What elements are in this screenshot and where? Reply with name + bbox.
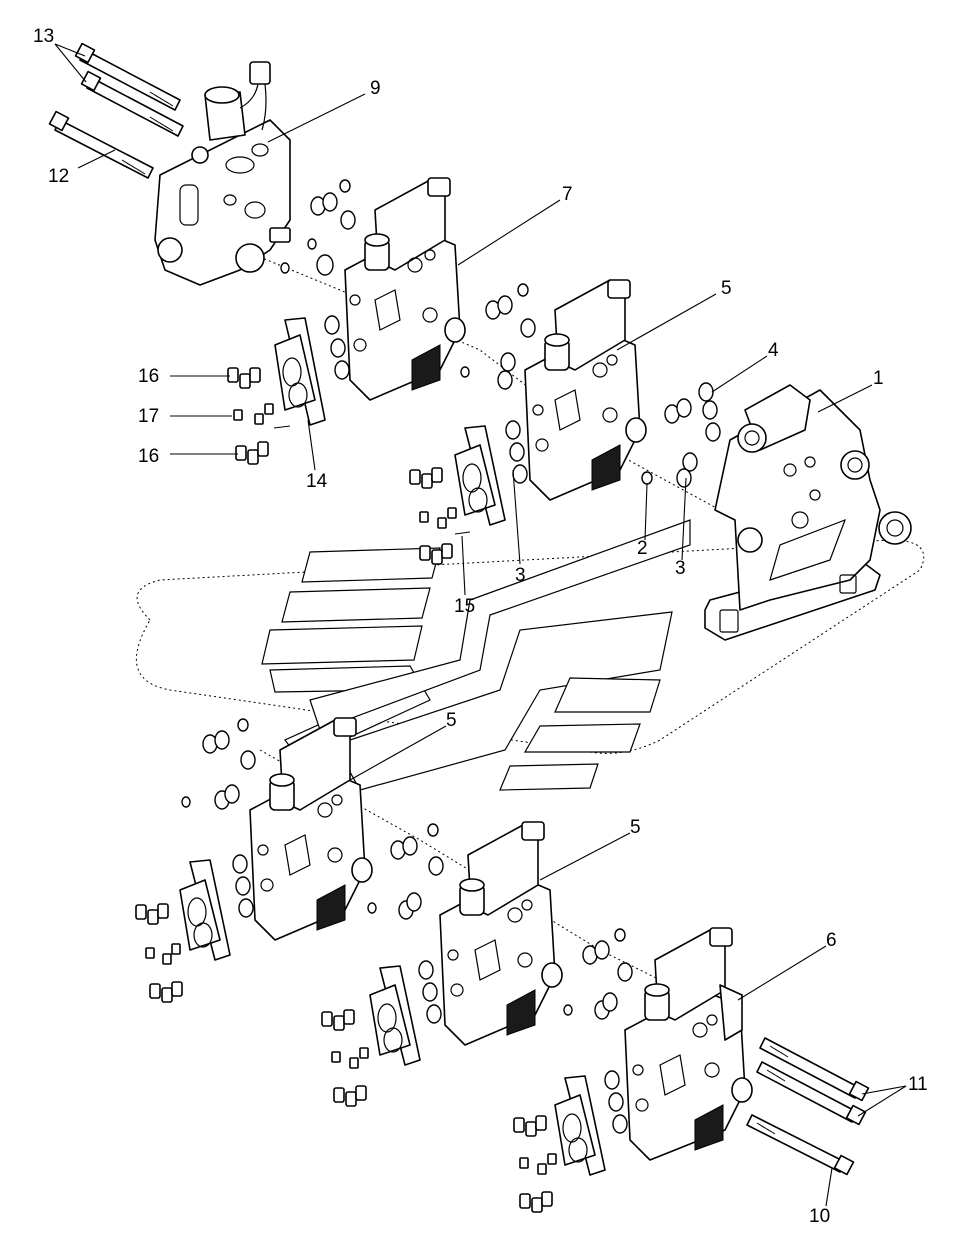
cover-plate-15 [409, 425, 506, 565]
callouts: 13 12 9 7 5 4 1 16 17 16 14 2 3 3 15 5 5… [33, 26, 928, 1227]
callout-3-right: 3 [675, 558, 686, 579]
o-rings-lower-mid [367, 823, 444, 1024]
callout-6: 6 [826, 930, 837, 951]
o-rings-upper [280, 179, 356, 380]
screws-16-17 [227, 367, 291, 465]
callout-5-lower-left: 5 [446, 710, 457, 731]
o-rings-4-2-3 [641, 382, 721, 488]
housing-1 [704, 384, 912, 641]
cover-plate-14 [274, 317, 326, 426]
o-rings-lower-right [563, 928, 633, 1134]
bolt-13 [74, 42, 184, 137]
callout-1: 1 [873, 368, 884, 389]
bolt-12 [48, 110, 154, 179]
valve-section-5-upper [524, 279, 647, 501]
callout-5-upper: 5 [721, 278, 732, 299]
callout-4: 4 [768, 340, 779, 361]
callout-13: 13 [33, 26, 54, 47]
callout-9: 9 [370, 78, 381, 99]
cover-plate-lower-left [135, 859, 231, 1003]
callout-11: 11 [908, 1074, 928, 1095]
callout-3-left: 3 [515, 565, 526, 586]
callout-16-upper: 16 [138, 366, 159, 387]
cover-plate-lower-mid [321, 965, 421, 1107]
valve-section-7 [344, 177, 466, 401]
o-rings-lower-left [181, 718, 256, 918]
callout-12: 12 [48, 166, 69, 187]
callout-10: 10 [809, 1206, 830, 1227]
valve-section-5-lower-mid [439, 821, 563, 1046]
callout-5-lower-mid: 5 [630, 817, 641, 838]
o-rings-mid [460, 283, 536, 484]
leader-lines [54, 43, 907, 1207]
bolt-11 [756, 1037, 870, 1126]
callout-15: 15 [454, 596, 475, 617]
valve-section-6 [624, 927, 753, 1161]
callout-17: 17 [138, 406, 159, 427]
callout-16-lower: 16 [138, 446, 159, 467]
callout-14: 14 [306, 471, 328, 492]
cover-plate-lower-right [513, 1075, 606, 1213]
callout-7: 7 [562, 184, 573, 205]
valve-section-9 [154, 61, 291, 286]
bolt-10 [746, 1114, 855, 1176]
callout-2: 2 [637, 538, 648, 559]
alignment-line [254, 254, 721, 511]
watermark-logo [135, 519, 925, 791]
